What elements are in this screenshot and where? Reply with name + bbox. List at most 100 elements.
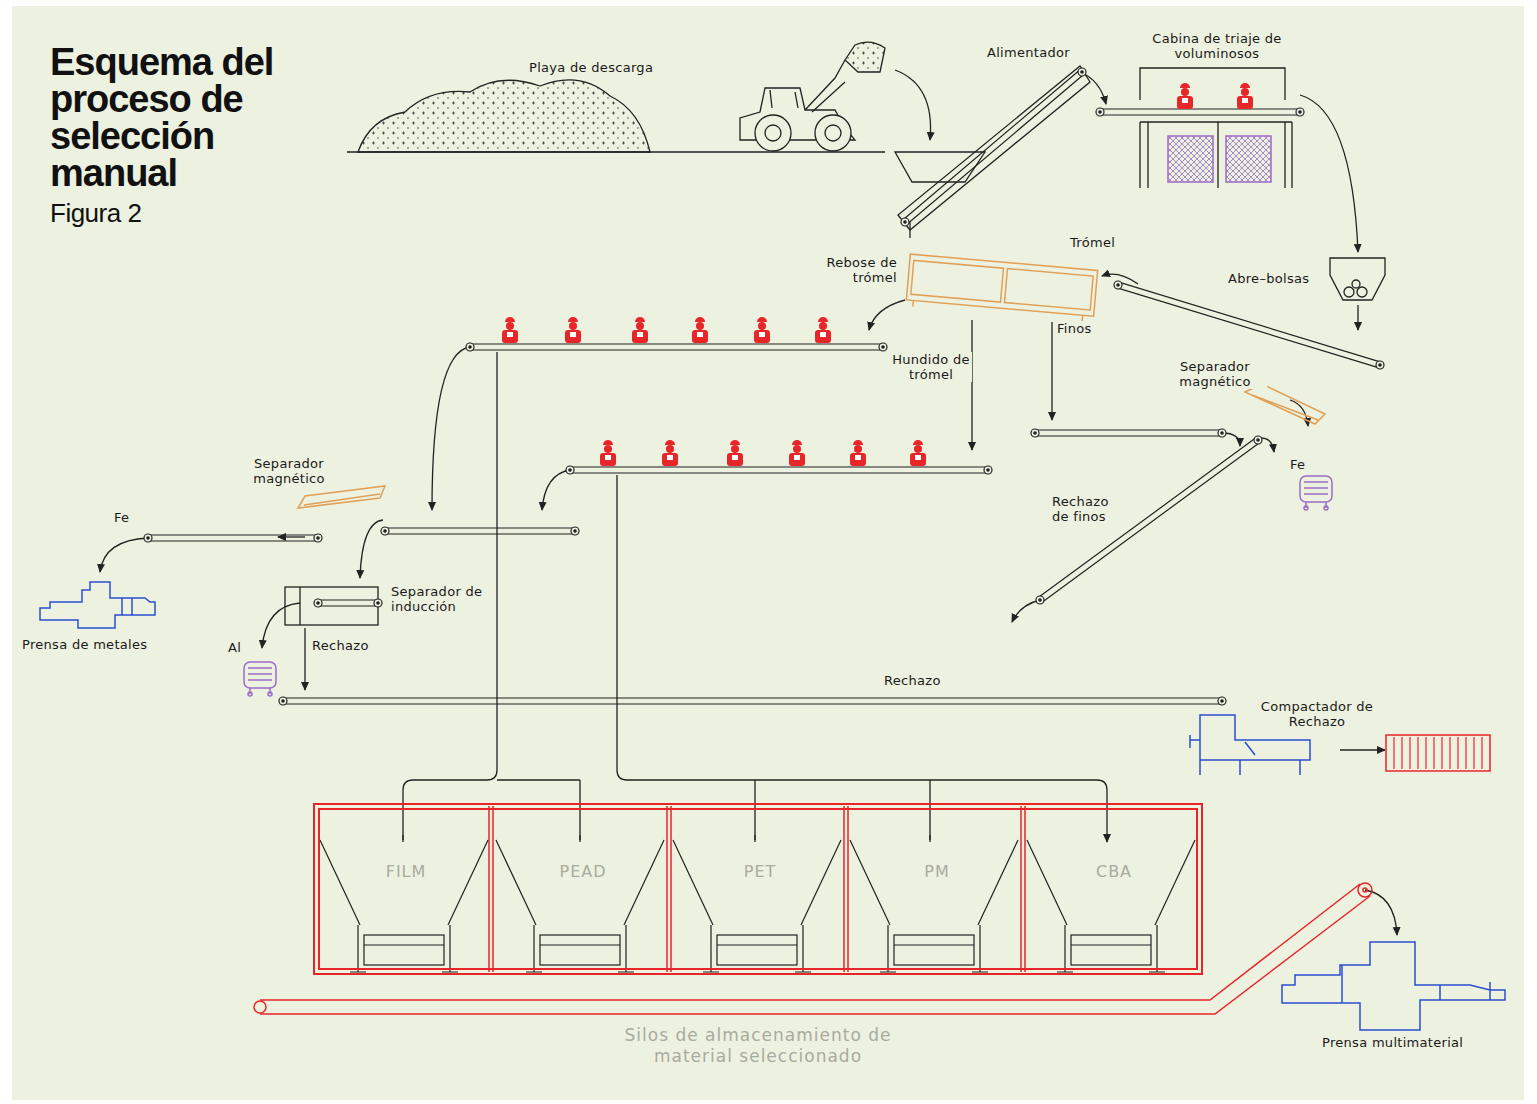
silo-bin: PEAD bbox=[497, 810, 669, 968]
equipment-label: Trómel bbox=[1068, 235, 1117, 250]
belt-axle bbox=[147, 537, 149, 539]
belt-pulley bbox=[1114, 281, 1122, 289]
belt-axle bbox=[317, 602, 319, 604]
belt-pulley bbox=[1031, 429, 1039, 437]
sorting-worker bbox=[789, 440, 805, 466]
hopper-legs bbox=[703, 925, 811, 972]
equipment-label: Playa de descarga bbox=[527, 60, 655, 75]
hopper-gate bbox=[1071, 935, 1151, 965]
equipment-label: Alimentador bbox=[985, 45, 1072, 60]
belt-pulley bbox=[1254, 436, 1262, 444]
belt-pulley bbox=[314, 599, 322, 607]
equipment-label: Finos bbox=[1055, 321, 1094, 336]
conveyor-belt bbox=[903, 70, 1084, 225]
conveyor-belt bbox=[385, 528, 575, 534]
belt-pulley bbox=[1078, 68, 1086, 76]
belt-pulley bbox=[1096, 108, 1104, 116]
equipment-label: Prensa de metales bbox=[20, 637, 149, 652]
belt-axle bbox=[384, 530, 386, 532]
sorting-worker bbox=[632, 317, 648, 343]
belt-axle bbox=[1099, 111, 1101, 113]
material-name: PEAD bbox=[497, 862, 669, 881]
hopper-legs bbox=[1057, 925, 1165, 972]
container-rib bbox=[1473, 737, 1474, 769]
conveyor-belt bbox=[283, 698, 1222, 704]
container-rib bbox=[1425, 737, 1426, 769]
silo-bin: FILM bbox=[320, 810, 492, 968]
equipment-label: Fe bbox=[112, 510, 131, 525]
container-rib bbox=[1481, 737, 1482, 769]
equipment-label: Separador de inducción bbox=[389, 584, 495, 614]
equipment-label: Prensa multimaterial bbox=[1320, 1035, 1465, 1050]
hopper-gate bbox=[894, 935, 974, 965]
container-rib bbox=[1465, 737, 1466, 769]
conveyor-belt bbox=[570, 467, 988, 473]
equipment-label: Separador magnético bbox=[1163, 359, 1267, 389]
equipment-label: Rechazo bbox=[310, 638, 371, 653]
sorting-worker bbox=[600, 440, 616, 466]
sorting-worker bbox=[850, 440, 866, 466]
belt-axle bbox=[1299, 111, 1301, 113]
belt-axle bbox=[882, 346, 884, 348]
figure-caption: Figura 2 bbox=[50, 198, 141, 229]
diagram-title: Esquema del proceso de selección manual bbox=[50, 44, 295, 192]
silo-bin: CBA bbox=[1028, 810, 1200, 968]
material-name: PET bbox=[674, 862, 846, 881]
conveyor-belt bbox=[1100, 109, 1300, 115]
sorting-worker bbox=[815, 317, 831, 343]
hopper-gate bbox=[364, 935, 444, 965]
sorting-worker bbox=[502, 317, 518, 343]
silo-frame: Silos de almacenamiento de material sele… bbox=[313, 803, 1203, 975]
container-rib bbox=[1441, 737, 1442, 769]
belt-pulley bbox=[1218, 697, 1226, 705]
belt-axle bbox=[377, 602, 379, 604]
conveyor-belt bbox=[470, 344, 883, 350]
container-rib bbox=[1417, 737, 1418, 769]
equipment-label: Hundido de trómel bbox=[890, 352, 972, 382]
conveyor-belt bbox=[1035, 430, 1222, 436]
material-name: PM bbox=[851, 862, 1023, 881]
container-rib bbox=[1401, 737, 1402, 769]
belt-axle bbox=[1257, 439, 1259, 441]
belt-pulley bbox=[1218, 429, 1226, 437]
belt-pulley bbox=[879, 343, 887, 351]
belt-axle bbox=[1117, 284, 1119, 286]
equipment-label: Compactador de Rechazo bbox=[1248, 699, 1386, 729]
conveyor-belt bbox=[318, 600, 378, 606]
hopper-outline bbox=[850, 840, 1018, 925]
belt-pulley bbox=[1376, 361, 1384, 369]
sorting-worker bbox=[910, 440, 926, 466]
silo-bin: PM bbox=[851, 810, 1023, 968]
belt-axle bbox=[987, 469, 989, 471]
belt-axle bbox=[1081, 71, 1083, 73]
hopper-outline bbox=[320, 840, 488, 925]
conveyor-belt bbox=[148, 535, 318, 541]
equipment-label: Fe bbox=[1288, 457, 1307, 472]
belt-axle bbox=[1221, 700, 1223, 702]
conveyor-belt bbox=[1038, 438, 1260, 603]
belt-pulley bbox=[901, 218, 909, 226]
belt-pulley bbox=[1296, 108, 1304, 116]
belt-axle bbox=[1034, 432, 1036, 434]
hopper-legs bbox=[880, 925, 988, 972]
equipment-label: Rechazo de finos bbox=[1050, 494, 1126, 524]
belt-axle bbox=[469, 346, 471, 348]
hopper-legs bbox=[526, 925, 634, 972]
belt-axle bbox=[1221, 432, 1223, 434]
silo-caption: Silos de almacenamiento de material sele… bbox=[613, 1025, 903, 1067]
belt-axle bbox=[1379, 364, 1381, 366]
sorting-worker bbox=[1177, 83, 1193, 109]
hopper-gate bbox=[540, 935, 620, 965]
belt-pulley bbox=[381, 527, 389, 535]
belt-pulley bbox=[279, 697, 287, 705]
equipment-label: Abre–bolsas bbox=[1226, 271, 1311, 286]
belt-pulley bbox=[1036, 596, 1044, 604]
sorting-worker bbox=[754, 317, 770, 343]
background-panel bbox=[12, 6, 1524, 1100]
belt-axle bbox=[904, 221, 906, 223]
belt-pulley bbox=[566, 466, 574, 474]
container-rib bbox=[1457, 737, 1458, 769]
equipment-label: Separador magnético bbox=[237, 456, 341, 486]
material-name: FILM bbox=[320, 862, 492, 881]
